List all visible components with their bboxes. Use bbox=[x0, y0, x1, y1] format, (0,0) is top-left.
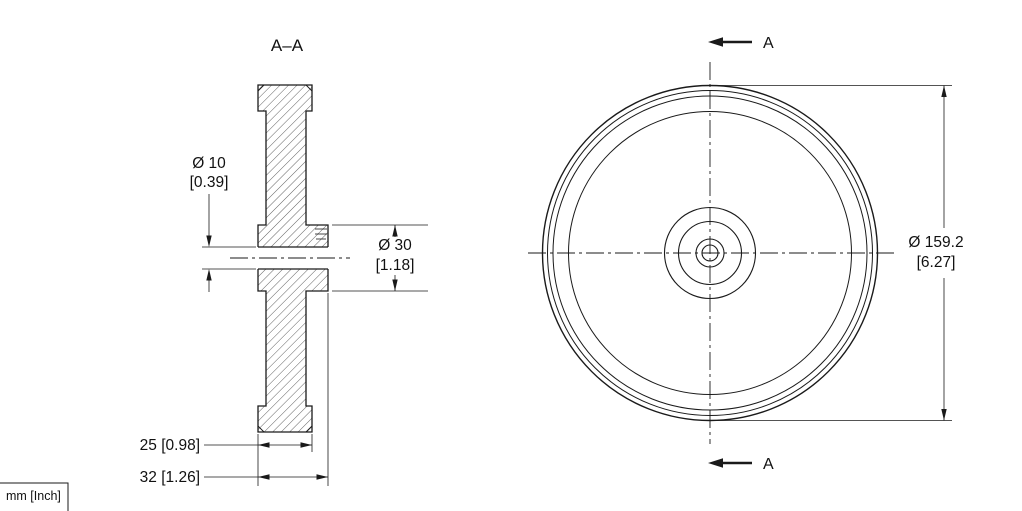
dim-overall-width-label: 32 [1.26] bbox=[140, 469, 200, 486]
arrow-right-icon bbox=[300, 442, 312, 448]
arrow-down-icon bbox=[392, 279, 398, 291]
cutting-plane-top: A bbox=[708, 35, 774, 52]
set-screw-detail bbox=[315, 228, 327, 240]
section-arrow-left-icon bbox=[708, 458, 723, 468]
units-block: mm [Inch] bbox=[0, 482, 69, 511]
arrow-up-icon bbox=[206, 269, 212, 281]
dim-bore-inch-label: [0.39] bbox=[190, 174, 229, 191]
units-block-border bbox=[0, 482, 69, 511]
dim-rim-width-label: 25 [0.98] bbox=[140, 437, 200, 454]
dim-hub-diameter: Ø 30 [1.18] bbox=[332, 224, 428, 292]
section-view: A–A bbox=[140, 36, 428, 486]
dim-bore-mm-label: Ø 10 bbox=[192, 155, 226, 172]
section-view-title: A–A bbox=[271, 36, 304, 55]
cutting-plane-label-top: A bbox=[763, 35, 774, 52]
dim-hub-mm-label: Ø 30 bbox=[378, 237, 412, 254]
arrow-up-icon bbox=[941, 85, 947, 97]
dim-outer-inch-label: [6.27] bbox=[917, 254, 956, 271]
dim-hub-inch-label: [1.18] bbox=[376, 257, 415, 274]
dim-overall-width: 32 [1.26] bbox=[140, 293, 329, 486]
arrow-left-icon bbox=[258, 442, 270, 448]
arrow-down-icon bbox=[941, 409, 947, 421]
arrow-up-icon bbox=[392, 225, 398, 237]
cutting-plane-label-bottom: A bbox=[763, 456, 774, 473]
units-label: mm [Inch] bbox=[6, 489, 61, 503]
dim-bore-diameter: Ø 10 [0.39] bbox=[190, 155, 256, 292]
arrow-left-icon bbox=[258, 474, 270, 480]
dim-outer-mm-label: Ø 159.2 bbox=[908, 234, 963, 251]
tread-chamfer-lines bbox=[257, 84, 313, 433]
cutting-plane-bottom: A bbox=[708, 456, 774, 473]
dim-rim-width: 25 [0.98] bbox=[140, 434, 313, 486]
bore-edges bbox=[258, 246, 328, 270]
arrow-right-icon bbox=[316, 474, 328, 480]
dim-outer-diameter: Ø 159.2 [6.27] bbox=[717, 85, 964, 421]
section-arrow-left-icon bbox=[708, 37, 723, 47]
front-view: A A Ø 159.2 [6.27] bbox=[528, 35, 964, 473]
arrow-down-icon bbox=[206, 235, 212, 247]
